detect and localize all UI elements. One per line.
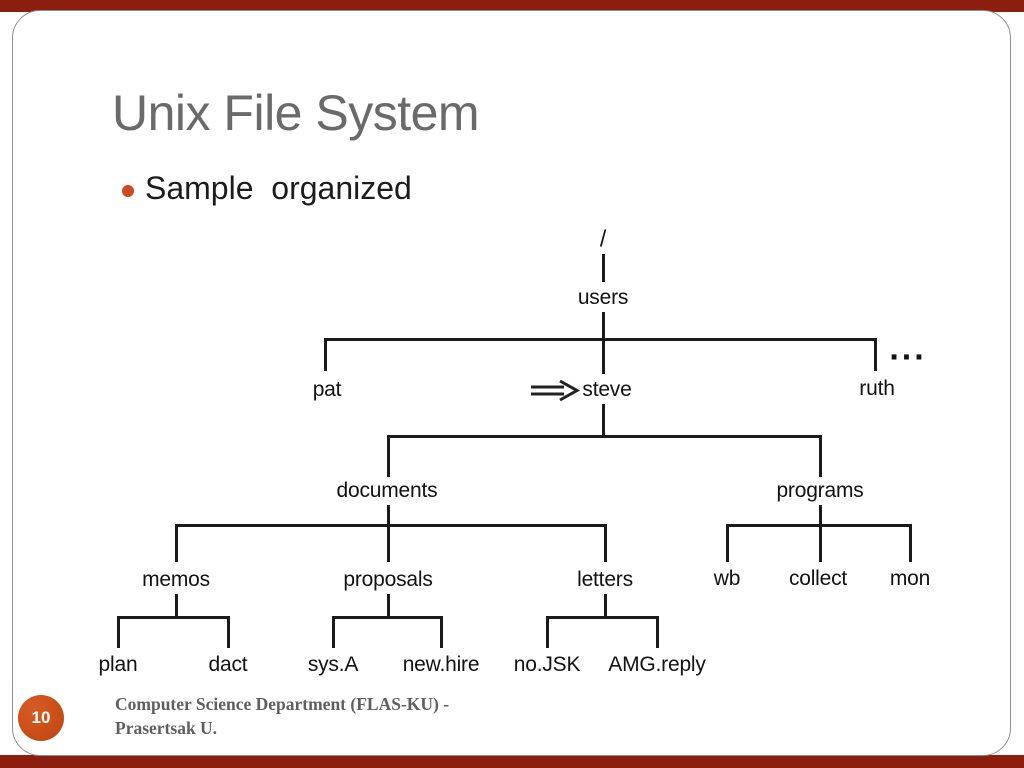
- tree-edge: [174, 523, 607, 527]
- tree-node-sys-a: sys.A: [307, 653, 359, 676]
- tree-node-letters: letters: [577, 568, 633, 591]
- tree-edge: [545, 617, 549, 648]
- tree-edge: [545, 615, 659, 619]
- tree-edge: [323, 339, 327, 371]
- tree-edge: [116, 615, 230, 619]
- tree-edge: [174, 594, 178, 617]
- tree-edge: [873, 339, 877, 371]
- tree-edge: [116, 617, 120, 648]
- slide-frame: [12, 10, 1011, 756]
- tree-edge: [655, 617, 659, 648]
- tree-edge: [601, 254, 605, 282]
- tree-node-pat: pat: [312, 378, 342, 401]
- tree-edge: [323, 337, 877, 341]
- top-accent-bar: [0, 0, 1024, 12]
- tree-node-wb: wb: [713, 567, 741, 590]
- tree-edge: [601, 339, 605, 374]
- tree-node-memos: memos: [142, 568, 210, 591]
- tree-edge: [818, 525, 822, 562]
- tree-node-more-siblings: ...: [889, 329, 927, 368]
- tree-edge: [226, 617, 230, 648]
- page-number-badge: 10: [18, 695, 64, 741]
- tree-node-collect: collect: [788, 567, 848, 590]
- tree-edge: [331, 617, 335, 648]
- tree-edge: [386, 594, 390, 617]
- tree-edge: [601, 404, 605, 436]
- page-number: 10: [31, 708, 51, 727]
- tree-edge: [818, 505, 822, 525]
- tree-node-users: users: [577, 286, 629, 309]
- tree-edge: [386, 505, 390, 525]
- footer-line2: Prasertsak U.: [115, 718, 218, 739]
- tree-edge: [818, 436, 822, 477]
- tree-node-dact: dact: [208, 653, 248, 676]
- tree-edge: [439, 617, 443, 648]
- tree-node-mon: mon: [889, 567, 931, 590]
- tree-edge: [603, 525, 607, 562]
- footer-line1: Computer Science Department (FLAS-KU) -: [115, 694, 450, 714]
- tree-edge: [174, 525, 178, 562]
- tree-edge: [725, 525, 729, 562]
- tree-edge: [386, 436, 390, 477]
- tree-node-documents: documents: [336, 479, 438, 502]
- tree-node-steve: steve: [582, 378, 632, 401]
- tree-node-no-jsk: no.JSK: [513, 653, 581, 676]
- tree-edge: [331, 615, 443, 619]
- bullet-icon: [122, 185, 134, 197]
- tree-edge: [601, 312, 605, 338]
- tree-node-plan: plan: [98, 653, 138, 676]
- tree-node-programs: programs: [776, 479, 864, 502]
- tree-edge: [386, 525, 390, 562]
- bullet-text: Sample organized: [145, 170, 412, 206]
- tree-node-root: /: [599, 225, 607, 252]
- tree-node-ruth: ruth: [859, 377, 895, 400]
- page-title: Unix File System: [112, 85, 480, 141]
- bottom-accent-bar: [0, 755, 1024, 768]
- tree-node-amg-reply: AMG.reply: [608, 653, 706, 676]
- tree-node-new-hire: new.hire: [402, 653, 480, 676]
- tree-edge: [908, 525, 912, 562]
- tree-edge: [386, 434, 822, 438]
- tree-edge: [603, 594, 607, 617]
- tree-node-proposals: proposals: [343, 568, 433, 591]
- current-directory-arrow-icon: [531, 379, 581, 402]
- footer-credit: Computer Science Department (FLAS-KU) - …: [115, 692, 535, 740]
